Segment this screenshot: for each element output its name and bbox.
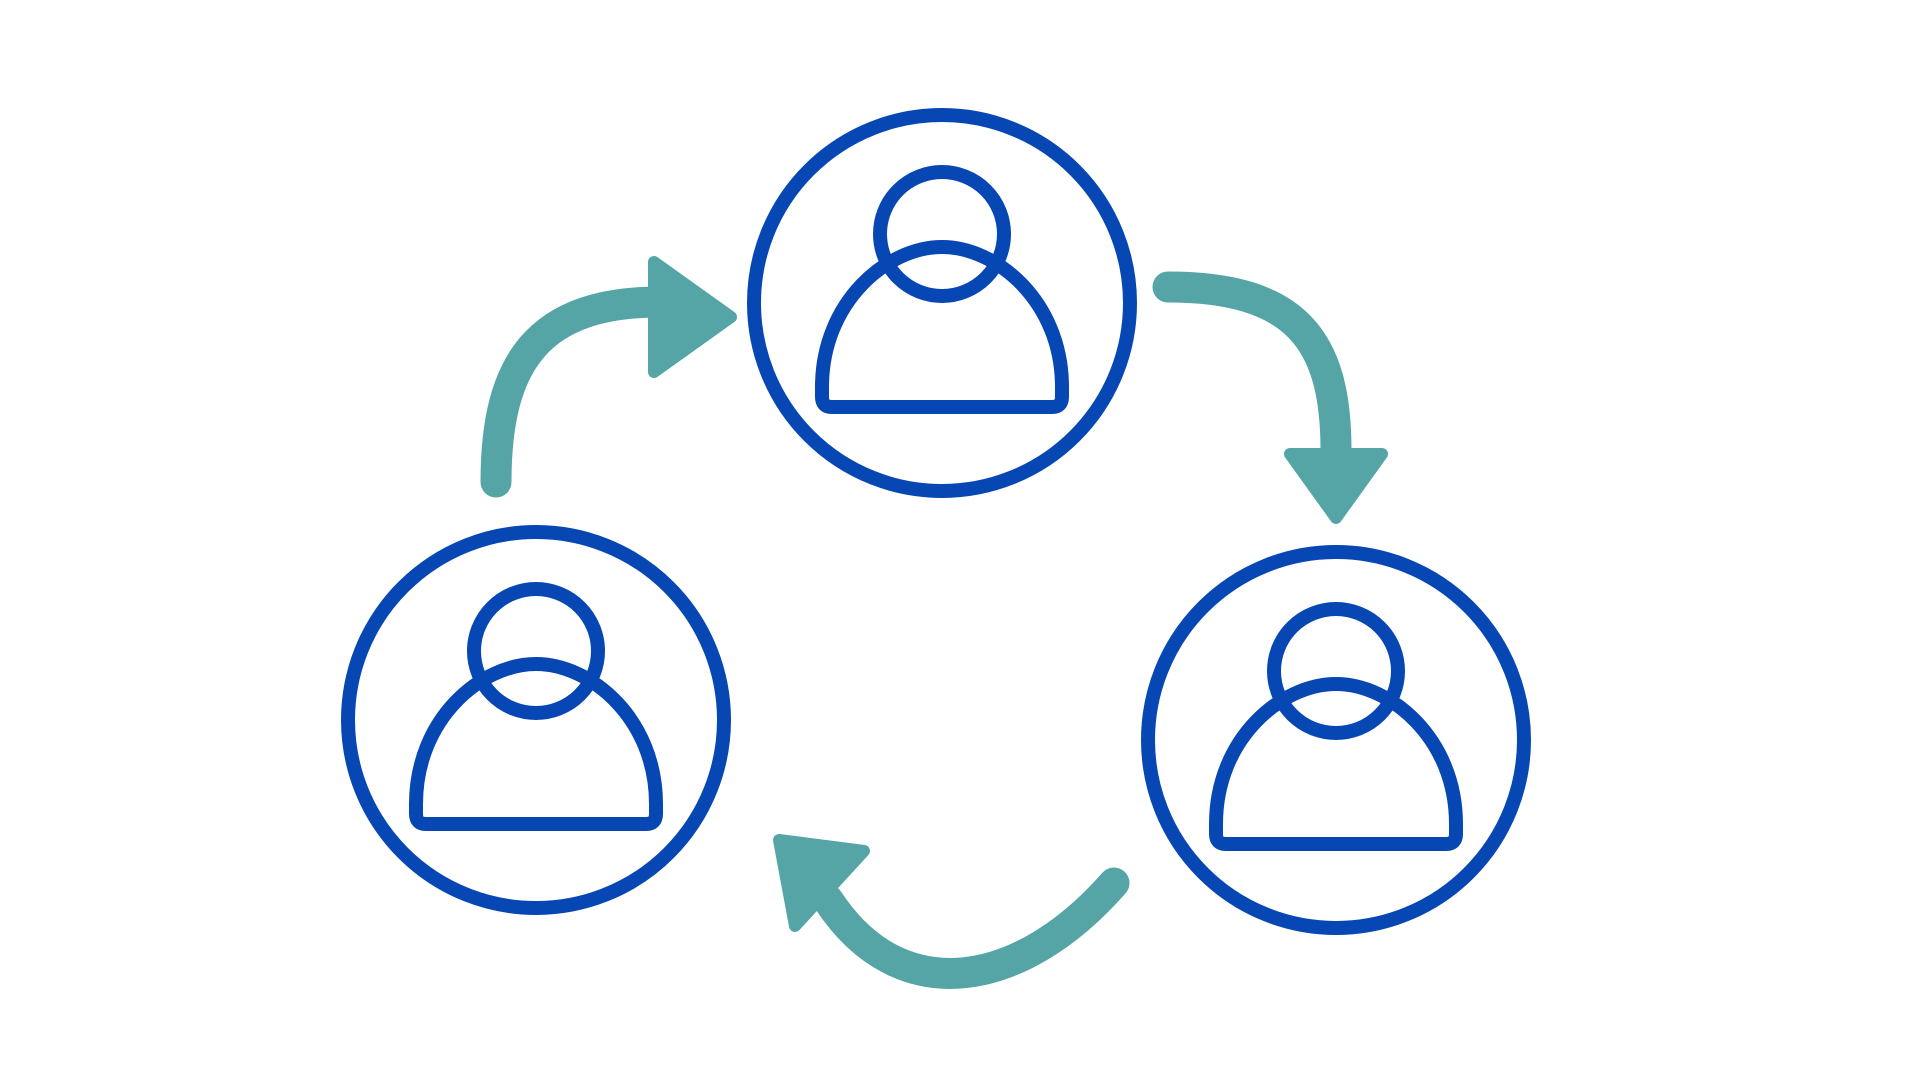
curved-arrow-icon (812, 867, 1130, 989)
user-icon (348, 532, 724, 908)
arrow-top-to-right (1152, 271, 1388, 524)
arrowhead-icon (773, 834, 870, 932)
user-icon (754, 115, 1130, 491)
person-node-left (348, 532, 724, 908)
arrowhead-icon (648, 256, 737, 378)
curved-arrow-icon (1152, 271, 1352, 466)
arrowhead-icon (1284, 448, 1388, 524)
person-node-right (1148, 552, 1524, 928)
user-icon (1148, 552, 1524, 928)
arrow-right-to-left (773, 834, 1130, 989)
curved-arrow-icon (480, 286, 676, 498)
arrow-left-to-top (480, 256, 737, 498)
person-node-top (754, 115, 1130, 491)
